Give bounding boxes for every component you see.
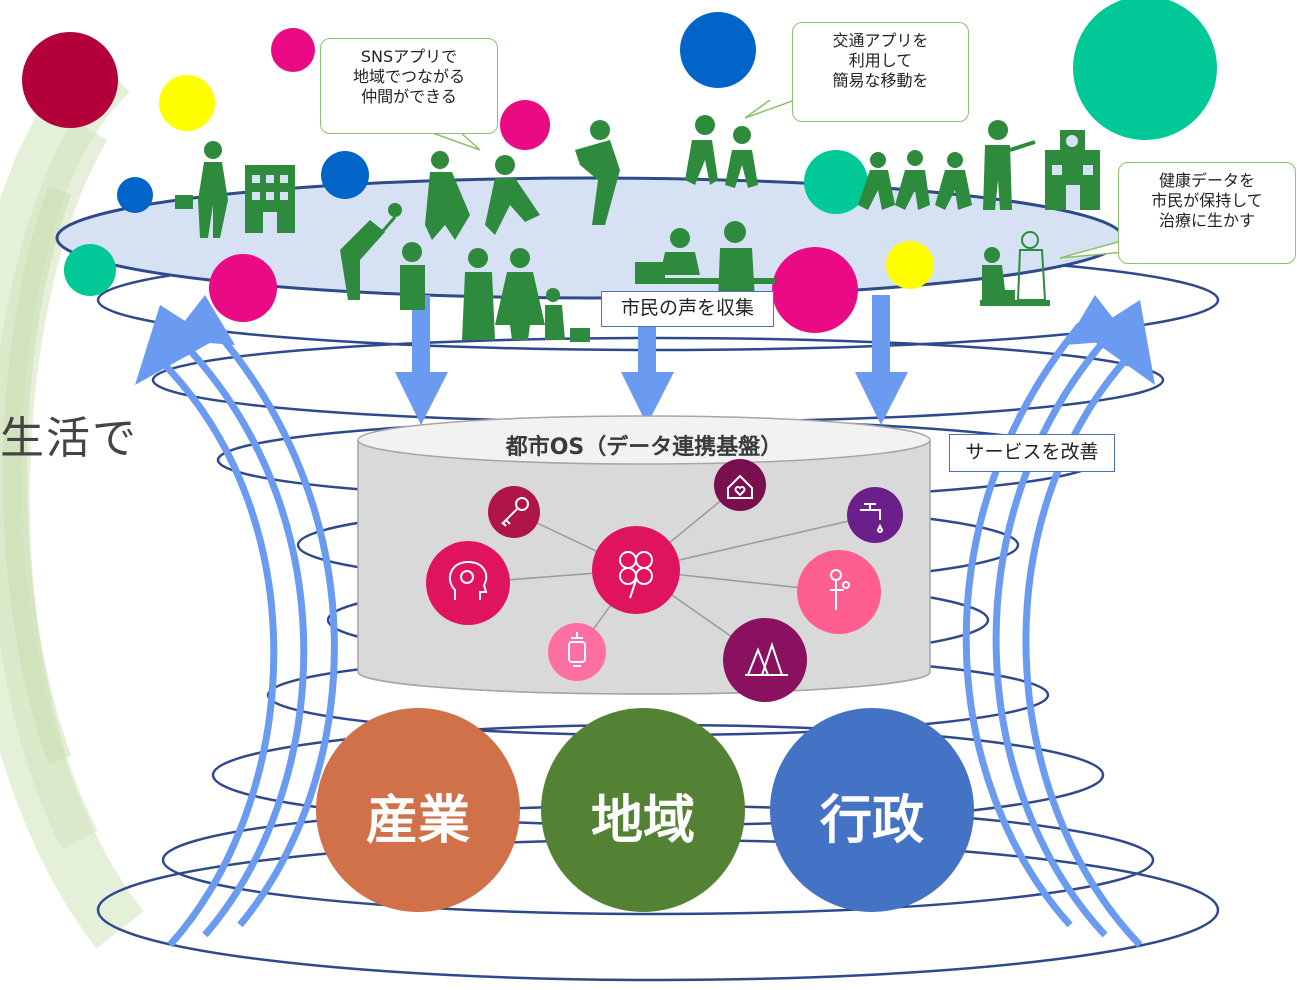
bubble-line: 治療に生かす [1158, 211, 1255, 230]
bubble-line: 仲間ができる [361, 87, 457, 106]
school-icon [1045, 130, 1100, 210]
bubble-line: 健康データを [1158, 171, 1255, 190]
bubble-line: 利用して [848, 51, 913, 70]
mother-child-icon [797, 550, 881, 634]
idea-head-icon [426, 541, 510, 625]
pillar-circles [316, 708, 974, 912]
building-icon [245, 165, 295, 233]
faucet-icon [847, 487, 903, 543]
region-label: 地域 [590, 791, 695, 851]
kid-with-balloon-icon [340, 203, 425, 310]
left-improve-arrows [135, 295, 338, 948]
health-bubble: 健康データを 市民が保持して 治療に生かす [1118, 162, 1296, 264]
industry-label: 産業 [365, 791, 470, 851]
right-improve-arrows [962, 295, 1155, 948]
improve-service-label: サービスを改善 [949, 434, 1115, 472]
bubble-line: 交通アプリを [832, 31, 929, 50]
teacher-icon [983, 120, 1036, 210]
bubble-line: 市民が保持して [1151, 191, 1263, 210]
running-children-icon [858, 150, 972, 210]
background-swirl [0, 47, 144, 949]
collect-arrows [395, 295, 908, 425]
doctor-patient-icon [980, 231, 1050, 306]
key-icon [488, 486, 540, 538]
bubble-tails [429, 99, 1126, 259]
office-meeting-icon [635, 221, 775, 300]
side-partial-text: 生活で [0, 413, 138, 464]
forest-icon [723, 618, 807, 702]
bending-person-icon [575, 120, 620, 225]
citizen-icons [175, 115, 1100, 342]
collect-voice-label: 市民の声を収集 [601, 291, 774, 327]
sns-bubble: SNSアプリで 地域でつながる 仲間ができる [320, 38, 498, 134]
businessman-icon [175, 141, 228, 238]
lantern-icon [548, 623, 606, 681]
playing-people-icon [425, 151, 540, 240]
family-icon [462, 248, 590, 342]
industry-circle [316, 708, 520, 912]
region-circle [541, 708, 745, 912]
bubble-line: 地域でつながる [352, 67, 465, 86]
bubble-line: 簡易な移動を [832, 71, 929, 90]
decorative-dots [22, 0, 1217, 333]
government-circle [770, 708, 974, 912]
bubble-line: SNSアプリで [360, 47, 458, 66]
transport-bubble: 交通アプリを 利用して 簡易な移動を [792, 22, 969, 122]
government-label: 行政 [819, 791, 924, 851]
elderly-walker-icon [685, 115, 758, 188]
city-os-title: 都市OS（データ連携基盤） [505, 435, 783, 460]
home-heart-icon [714, 459, 766, 511]
clover-icon [592, 526, 680, 614]
